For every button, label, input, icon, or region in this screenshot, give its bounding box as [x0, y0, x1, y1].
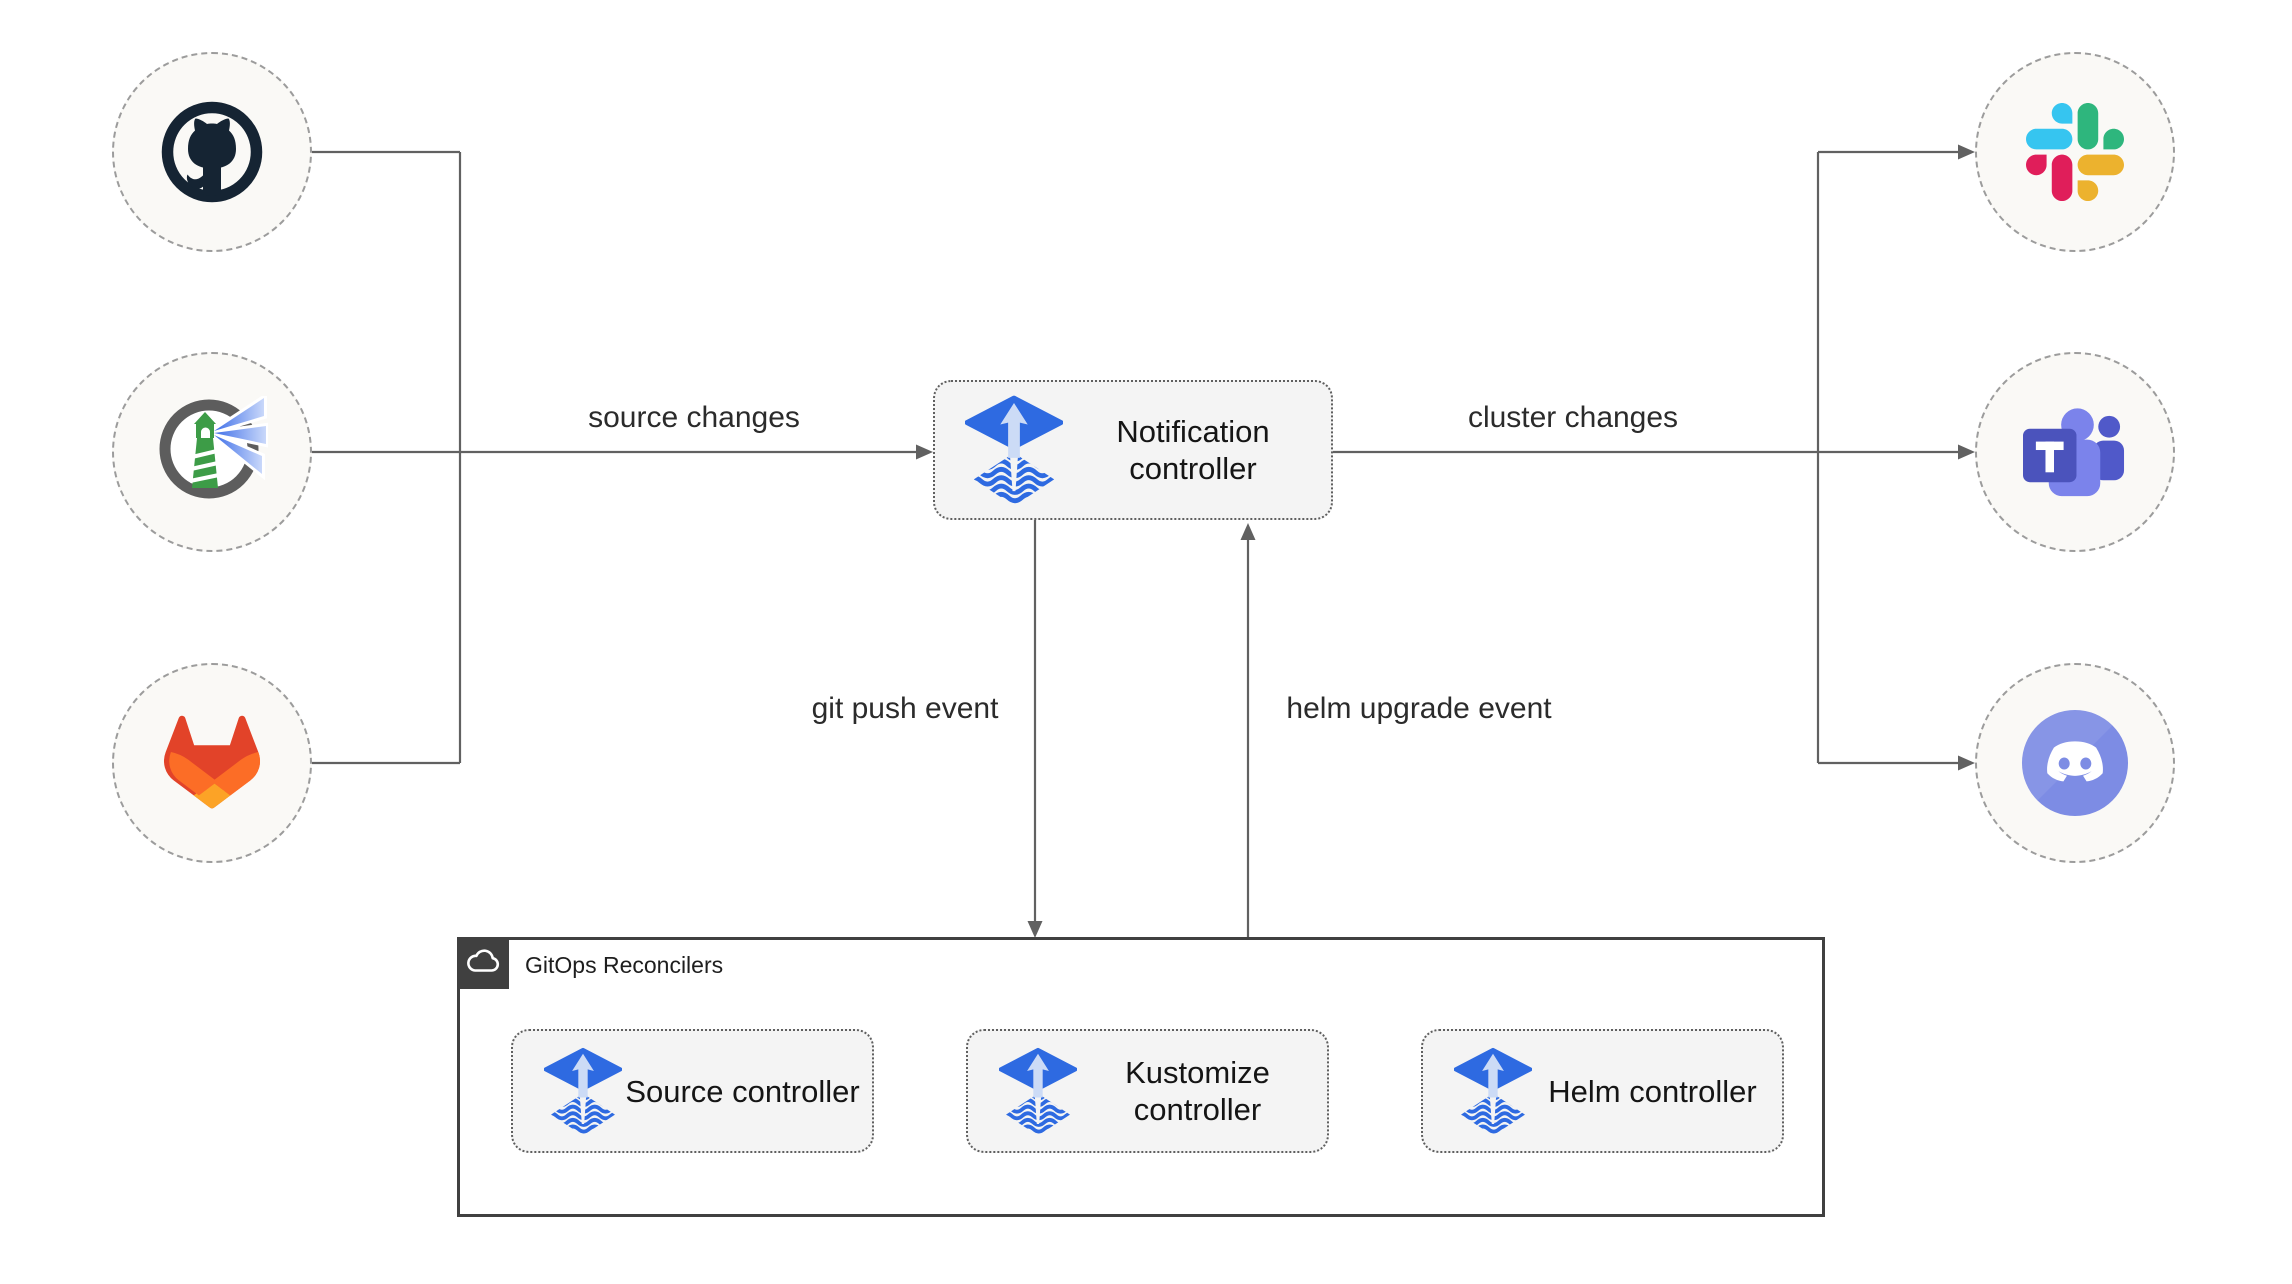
- node-source-controller: Source controller: [511, 1029, 874, 1153]
- node-slack: [1975, 52, 2175, 252]
- edge-label-source-changes: source changes: [588, 401, 800, 434]
- cloud-icon: [465, 945, 501, 981]
- gitops-reconcilers-title: GitOps Reconcilers: [525, 952, 724, 978]
- node-microsoft-teams: [1975, 352, 2175, 552]
- node-helm-controller: Helm controller: [1421, 1029, 1784, 1153]
- teams-icon: [2023, 404, 2127, 500]
- github-icon: [157, 97, 267, 207]
- edge-label-helm-upgrade-event: helm upgrade event: [1286, 692, 1552, 725]
- flux-icon: [965, 395, 1063, 507]
- edge-label-cluster-changes: cluster changes: [1467, 401, 1679, 434]
- gitops-reconcilers-header: [457, 937, 509, 989]
- node-harbor: [112, 352, 312, 552]
- gitlab-icon: [159, 713, 265, 813]
- node-github: [112, 52, 312, 252]
- helm-controller-label: Helm controller: [1548, 1073, 1757, 1109]
- flux-icon: [1454, 1047, 1532, 1137]
- notification-controller-label: Notification controller: [1116, 414, 1270, 486]
- harbor-icon: [156, 396, 268, 508]
- node-gitlab: [112, 663, 312, 863]
- node-discord: [1975, 663, 2175, 863]
- node-kustomize-controller: Kustomize controller: [966, 1029, 1329, 1153]
- source-controller-label: Source controller: [625, 1073, 860, 1109]
- edge-label-git-push-event: git push event: [811, 692, 999, 725]
- gitops-reconcilers-group: GitOps Reconcilers Source controller Kus…: [457, 937, 1825, 1217]
- flux-icon: [999, 1047, 1077, 1137]
- discord-icon: [2021, 709, 2129, 817]
- flux-icon: [544, 1047, 622, 1137]
- slack-icon: [2026, 103, 2124, 201]
- kustomize-controller-label: Kustomize controller: [1125, 1055, 1270, 1127]
- node-notification-controller: Notification controller: [933, 380, 1333, 520]
